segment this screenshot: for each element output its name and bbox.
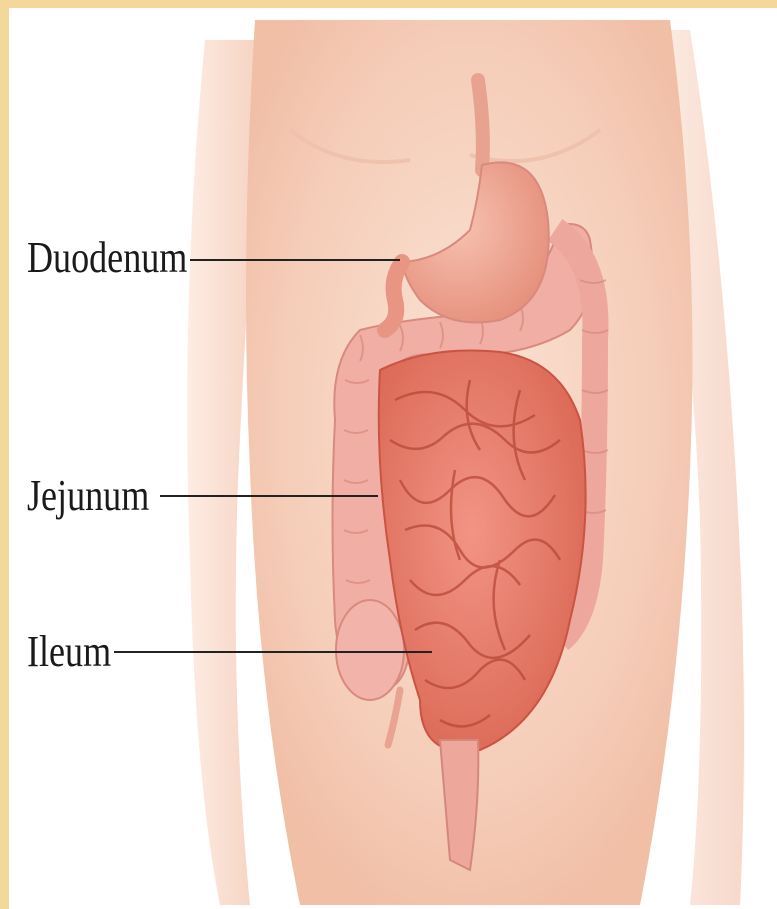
label-ileum: Ileum: [27, 630, 111, 674]
frame-border-left: [0, 0, 9, 909]
esophagus: [478, 80, 483, 170]
frame-border-top: [0, 0, 777, 8]
label-duodenum: Duodenum: [27, 236, 187, 280]
label-jejunum: Jejunum: [27, 474, 149, 518]
